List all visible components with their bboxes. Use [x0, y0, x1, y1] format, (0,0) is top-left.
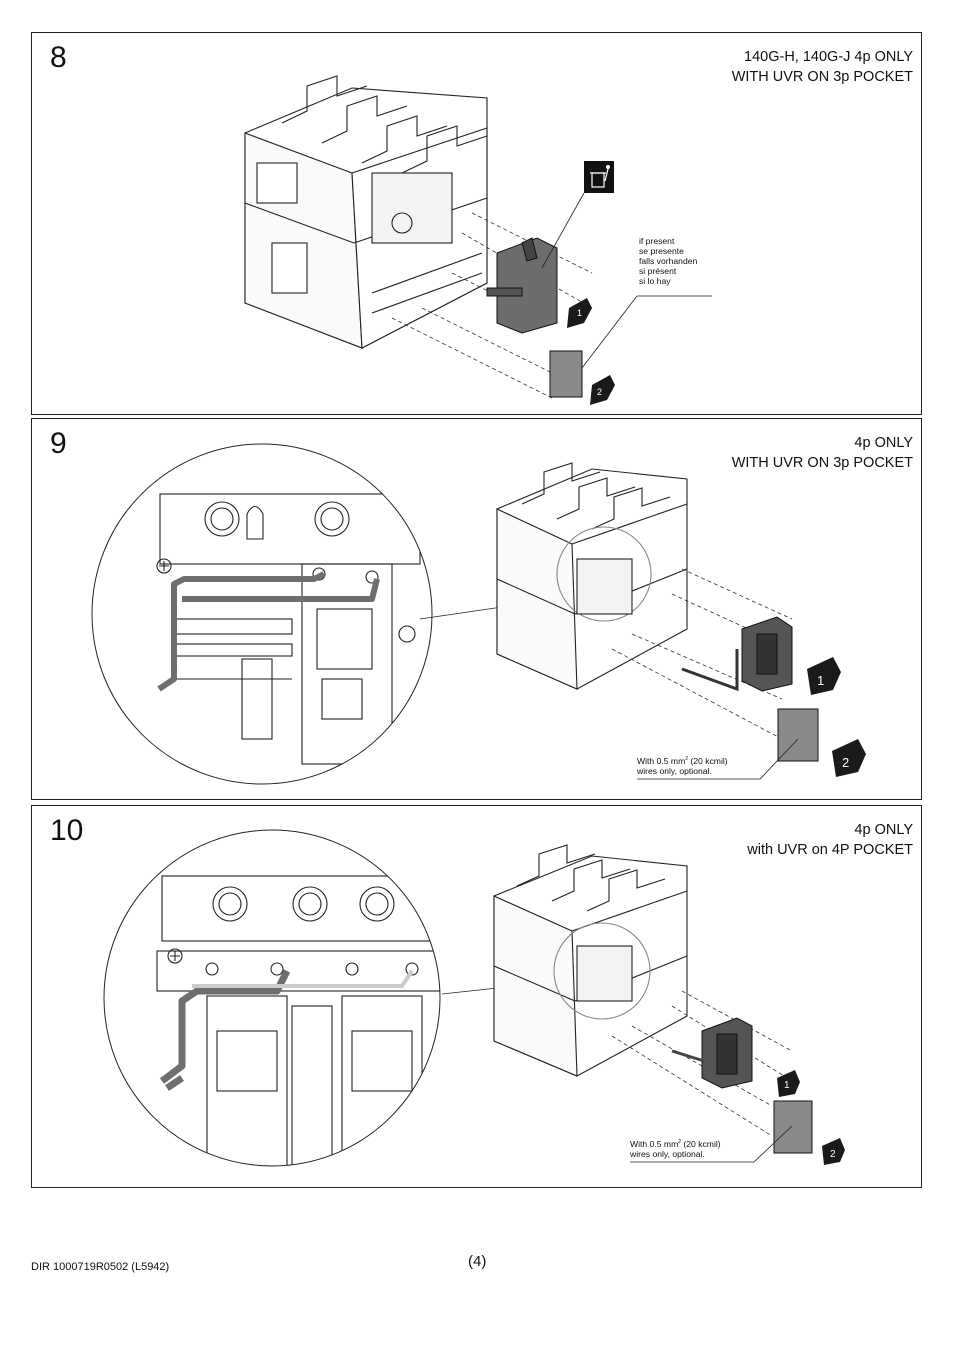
callout-1: 1	[807, 657, 841, 695]
wire-note: With 0.5 mm2 (20 kcmil) wires only, opti…	[630, 1137, 721, 1159]
step-9-panel: 9 4p ONLY WITH UVR ON 3p POCKET	[31, 418, 922, 800]
callout-1: 1	[777, 1070, 800, 1097]
step-number: 8	[50, 41, 67, 74]
note-line-2: wires only, optional.	[637, 765, 712, 776]
note-line-2: wires only, optional.	[630, 1148, 705, 1159]
page-number: (4)	[468, 1253, 487, 1270]
svg-text:1: 1	[784, 1080, 790, 1091]
svg-text:1: 1	[817, 673, 824, 688]
document-reference: DIR 1000719R0502 (L5942)	[31, 1261, 170, 1273]
breaker-exploded-illustration: 1 2	[244, 75, 712, 405]
heading-line-1: 4p ONLY	[854, 435, 913, 451]
note-line-1: With 0.5 mm2 (20 kcmil)	[630, 1138, 721, 1149]
note-line-3: falls vorhanden	[639, 256, 698, 266]
heading-line-2: WITH UVR ON 3p POCKET	[731, 455, 913, 471]
callout-2: 2	[822, 1138, 845, 1165]
step-heading: 4p ONLY with UVR on 4P POCKET	[747, 820, 913, 860]
callout-1: 1	[567, 298, 592, 328]
note-line-5: si lo hay	[639, 276, 671, 286]
svg-text:2: 2	[830, 1149, 836, 1160]
pocket-cover	[777, 708, 819, 762]
note-line-4: si présent	[639, 266, 677, 276]
svg-text:1: 1	[577, 308, 582, 318]
step-number: 10	[50, 814, 84, 847]
callout-2: 2	[590, 375, 615, 405]
svg-text:2: 2	[842, 755, 849, 770]
step-8-panel: 8 140G-H, 140G-J 4p ONLY WITH UVR ON 3p …	[31, 32, 922, 415]
magnified-detail	[91, 443, 433, 785]
note-line-2: se presente	[639, 246, 684, 256]
heading-line-1: 140G-H, 140G-J 4p ONLY	[744, 49, 913, 65]
callout-2: 2	[832, 739, 866, 777]
step-heading: 140G-H, 140G-J 4p ONLY WITH UVR ON 3p PO…	[732, 47, 913, 87]
wiring-detail-illustration: 1 2	[91, 443, 866, 785]
heading-line-1: 4p ONLY	[854, 822, 913, 838]
step-10-panel: 10 4p ONLY with UVR on 4P POCKET	[31, 805, 922, 1188]
trash-bin-icon	[584, 161, 614, 193]
note-line-1: With 0.5 mm2 (20 kcmil)	[637, 755, 728, 766]
pocket-cover	[773, 1100, 813, 1154]
note-line-1: if present	[639, 236, 675, 246]
svg-text:2: 2	[597, 387, 602, 397]
pocket-cover	[549, 350, 583, 398]
wiring-detail-illustration: 1 2	[103, 829, 845, 1167]
heading-line-2: WITH UVR ON 3p POCKET	[731, 69, 913, 85]
heading-line-2: with UVR on 4P POCKET	[747, 842, 913, 858]
step-heading: 4p ONLY WITH UVR ON 3p POCKET	[732, 433, 913, 473]
if-present-note: if present se presente falls vorhanden s…	[639, 236, 697, 286]
magnified-detail	[103, 829, 441, 1167]
step-number: 9	[50, 427, 67, 460]
wire-note: With 0.5 mm2 (20 kcmil) wires only, opti…	[637, 754, 728, 776]
